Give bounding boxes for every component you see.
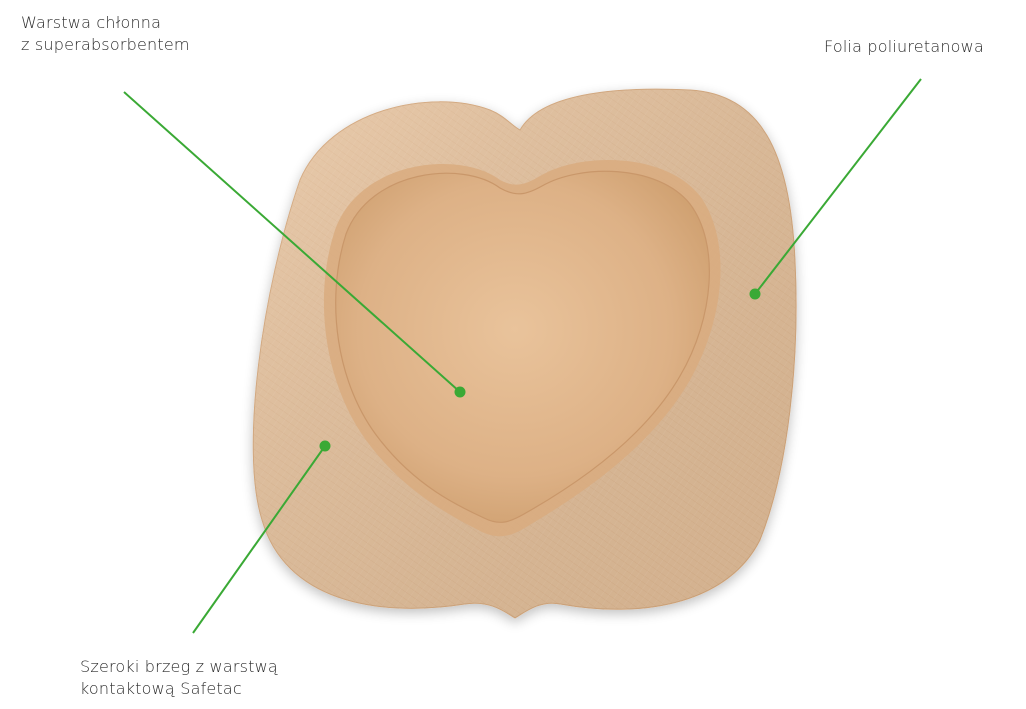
label-film-line1: Folia poliuretanowa: [824, 36, 984, 58]
label-absorbent-line1: Warstwa chłonna: [21, 12, 190, 34]
leader-dot-border: [320, 441, 330, 451]
label-polyurethane-film: Folia poliuretanowa: [824, 36, 984, 58]
label-wide-border: Szeroki brzeg z warstwą kontaktową Safet…: [80, 656, 278, 700]
label-absorbent-line2: z superabsorbentem: [21, 34, 190, 56]
leader-dot-film: [750, 289, 760, 299]
leader-dot-absorbent: [455, 387, 465, 397]
label-absorbent-layer: Warstwa chłonna z superabsorbentem: [21, 12, 190, 56]
label-border-line1: Szeroki brzeg z warstwą: [80, 656, 278, 678]
label-border-line2: kontaktową Safetac: [80, 678, 278, 700]
